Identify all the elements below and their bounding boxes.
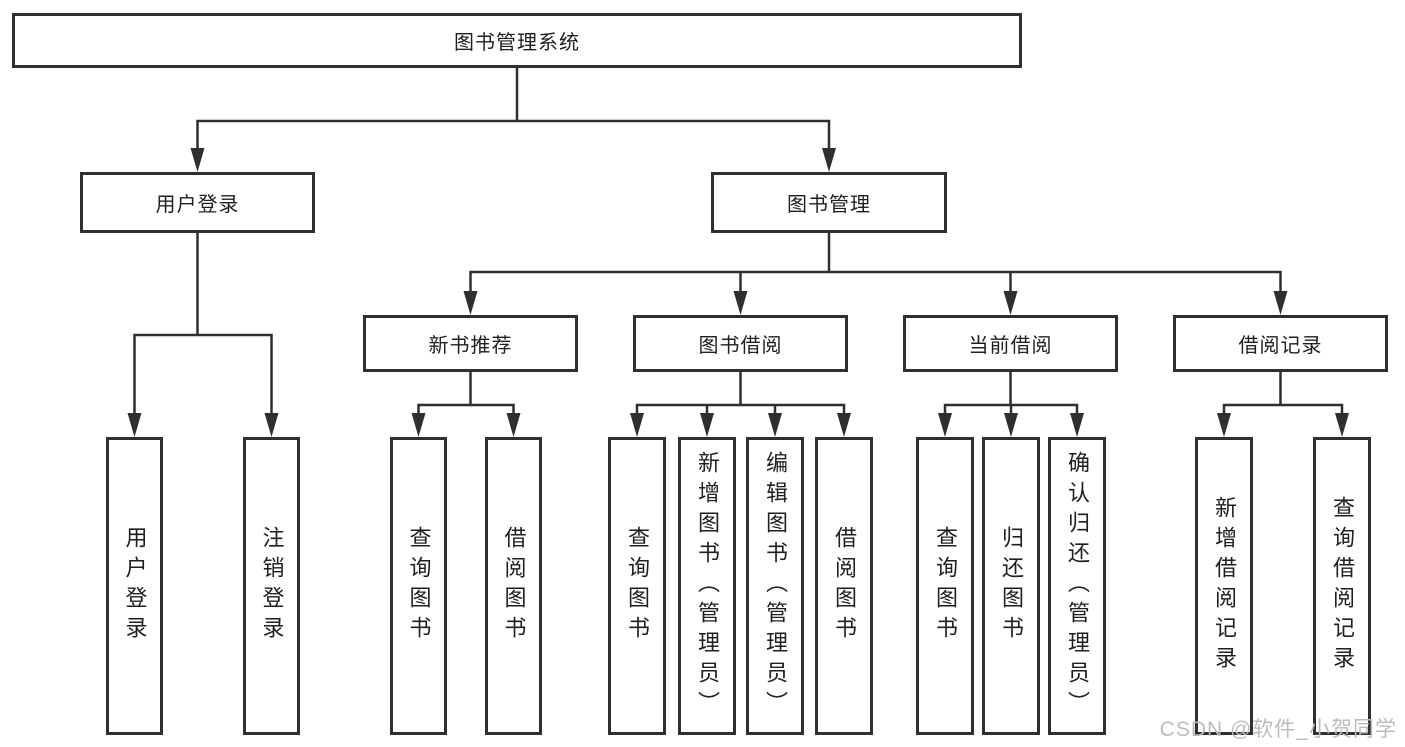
leaf-label: 借阅图书 xyxy=(832,526,857,646)
leaf-label: 查询图书 xyxy=(625,526,650,646)
node-borrow-query-books: 查询图书 xyxy=(608,437,666,735)
leaf-label: 查询借阅记录 xyxy=(1330,496,1355,676)
node-user-login-leaf: 用户登录 xyxy=(106,437,163,735)
branch-borrow-records-to-leaves xyxy=(1217,372,1349,437)
node-records-add-record: 新增借阅记录 xyxy=(1195,437,1253,735)
leaf-label: 用户登录 xyxy=(122,526,148,646)
node-borrow-records: 借阅记录 xyxy=(1173,315,1388,372)
node-logout: 注销登录 xyxy=(243,437,300,735)
node-current-query-books: 查询图书 xyxy=(916,437,974,735)
node-recommend-borrow-books: 借阅图书 xyxy=(485,437,542,735)
branch-user-login-to-leaves xyxy=(127,233,279,437)
branch-current-borrow-to-leaves xyxy=(938,372,1084,437)
branch-book-management-to-level3 xyxy=(463,233,1288,315)
leaf-label: 借阅图书 xyxy=(501,526,527,646)
branch-root-to-level2 xyxy=(190,68,836,172)
leaf-label: 新增借阅记录 xyxy=(1212,496,1237,676)
node-current-confirm-return-admin: 确认归还（管理员） xyxy=(1048,437,1106,735)
node-root-library-system: 图书管理系统 xyxy=(12,13,1022,68)
leaf-label: 查询图书 xyxy=(933,526,958,646)
node-current-return-books: 归还图书 xyxy=(982,437,1040,735)
node-book-management: 图书管理 xyxy=(711,172,947,233)
branch-new-book-recommend-to-leaves xyxy=(411,372,521,437)
leaf-label: 查询图书 xyxy=(406,526,432,646)
node-borrow-borrow-books: 借阅图书 xyxy=(815,437,873,735)
leaf-label: 注销登录 xyxy=(259,526,285,646)
node-recommend-query-books: 查询图书 xyxy=(390,437,447,735)
node-current-borrow: 当前借阅 xyxy=(903,315,1118,372)
leaf-label: 归还图书 xyxy=(999,526,1024,646)
node-records-query-record: 查询借阅记录 xyxy=(1313,437,1371,735)
node-borrow-add-books-admin: 新增图书（管理员） xyxy=(678,437,736,735)
node-book-borrow: 图书借阅 xyxy=(633,315,848,372)
node-borrow-edit-books-admin: 编辑图书（管理员） xyxy=(746,437,804,735)
branch-book-borrow-to-leaves xyxy=(630,372,851,437)
leaf-label: 编辑图书（管理员） xyxy=(763,451,788,721)
leaf-label: 确认归还（管理员） xyxy=(1065,451,1090,721)
node-user-login: 用户登录 xyxy=(80,172,315,233)
node-new-book-recommend: 新书推荐 xyxy=(363,315,578,372)
leaf-label: 新增图书（管理员） xyxy=(695,451,720,721)
csdn-watermark: CSDN @软件_小贺同学 xyxy=(1159,718,1397,741)
